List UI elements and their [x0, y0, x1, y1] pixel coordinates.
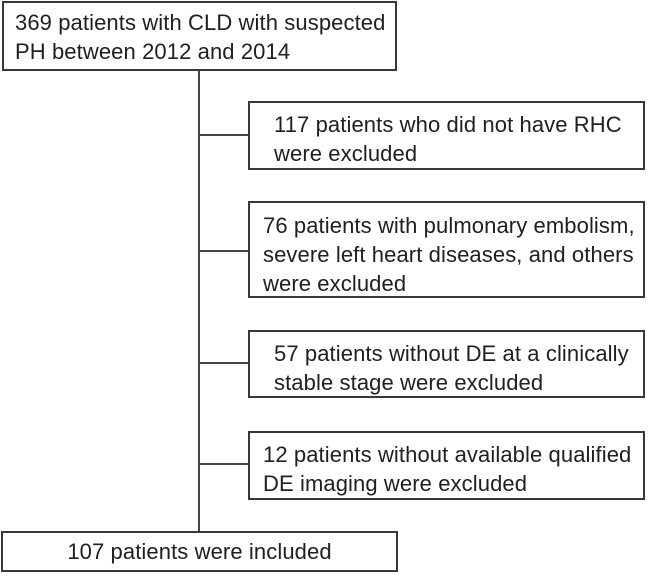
exclusion-2-text-line-1: 76 patients with pulmonary embolism, — [263, 213, 635, 238]
exclusion-2-text-line-3: were excluded — [263, 271, 407, 296]
initial-cohort-box: 369 patients with CLD with suspected PH … — [2, 1, 397, 71]
connector-branch-exclusion-4 — [199, 463, 248, 465]
exclusion-4-text-line-2: DE imaging were excluded — [263, 471, 528, 496]
exclusion-2-text-line-2: severe left heart diseases, and others — [263, 242, 634, 267]
connector-branch-exclusion-1 — [199, 134, 248, 136]
connector-branch-exclusion-2 — [199, 250, 248, 252]
exclusion-box-no-rhc: 117 patients who did not have RHC were e… — [248, 101, 645, 170]
connector-vertical-main — [198, 71, 200, 531]
exclusion-box-no-qualified-de-imaging: 12 patients without available qualified … — [248, 431, 645, 500]
exclusion-1-text-line-1: 117 patients who did not have RHC — [274, 112, 622, 137]
exclusion-1-text-line-2: were excluded — [274, 141, 418, 166]
initial-cohort-text-line-2: PH between 2012 and 2014 — [15, 39, 291, 64]
connector-branch-exclusion-3 — [199, 362, 248, 364]
included-patients-box: 107 patients were included — [1, 531, 398, 572]
initial-cohort-text-line-1: 369 patients with CLD with suspected — [15, 10, 386, 35]
exclusion-3-text-line-1: 57 patients without DE at a clinically — [274, 341, 629, 366]
exclusion-box-no-de-stable-stage: 57 patients without DE at a clinically s… — [248, 330, 645, 398]
exclusion-box-embolism-heart-disease: 76 patients with pulmonary embolism, sev… — [248, 201, 645, 298]
exclusion-4-text-line-1: 12 patients without available qualified — [263, 442, 632, 467]
included-patients-text: 107 patients were included — [67, 539, 332, 564]
exclusion-3-text-line-2: stable stage were excluded — [274, 370, 544, 395]
